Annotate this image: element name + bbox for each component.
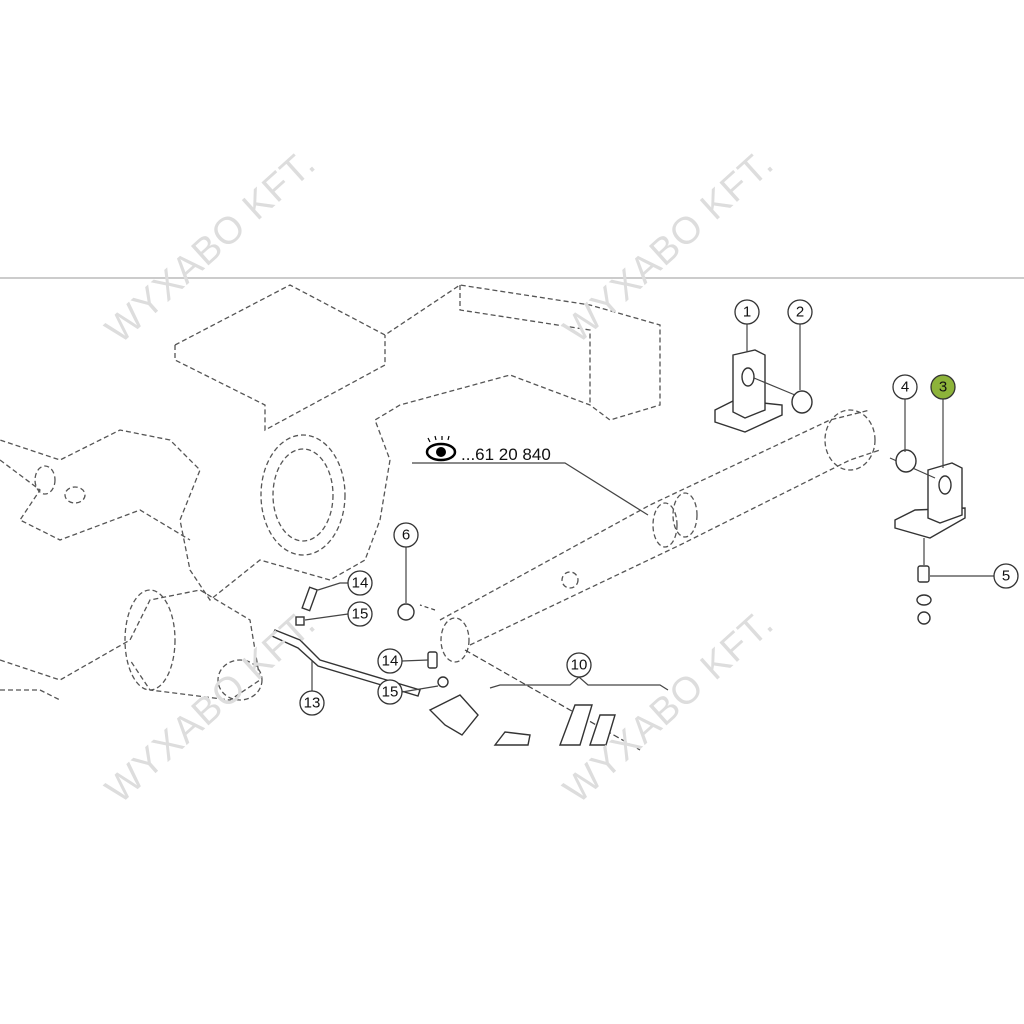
callout-1[interactable]: 1 [734, 299, 760, 325]
callout-3-highlighted[interactable]: 3 [930, 374, 956, 400]
callout-15-upper[interactable]: 15 [347, 601, 373, 627]
svg-text:13: 13 [304, 695, 321, 712]
callout-13[interactable]: 13 [299, 690, 325, 716]
svg-text:15: 15 [382, 684, 399, 701]
leader-lines [304, 324, 994, 693]
svg-text:3: 3 [939, 379, 947, 396]
callout-14-lower[interactable]: 14 [377, 648, 403, 674]
svg-text:10: 10 [571, 657, 588, 674]
callout-4[interactable]: 4 [892, 374, 918, 400]
svg-text:5: 5 [1002, 568, 1010, 585]
bracket-part-1 [714, 349, 813, 433]
svg-text:6: 6 [402, 527, 410, 544]
svg-text:14: 14 [382, 653, 399, 670]
callout-6[interactable]: 6 [393, 522, 419, 548]
callout-5[interactable]: 5 [993, 563, 1019, 589]
callout-15-lower[interactable]: 15 [377, 679, 403, 705]
reference-number: ...61 20 840 [461, 445, 551, 464]
svg-text:14: 14 [352, 575, 369, 592]
eye-icon [425, 435, 457, 462]
reference-label[interactable]: ...61 20 840 [412, 435, 649, 516]
shaft-outline [419, 409, 881, 751]
bracket-part-3 [889, 449, 966, 625]
callout-14-upper[interactable]: 14 [347, 570, 373, 596]
watermark: WYXABO KFT. [98, 142, 324, 352]
callout-10[interactable]: 10 [566, 652, 592, 678]
svg-text:15: 15 [352, 606, 369, 623]
svg-text:1: 1 [743, 304, 751, 321]
callout-2[interactable]: 2 [787, 299, 813, 325]
small-parts [271, 586, 616, 746]
svg-text:4: 4 [901, 379, 909, 396]
watermark: WYXABO KFT. [98, 602, 324, 812]
svg-text:2: 2 [796, 304, 804, 321]
housing-outline [0, 284, 661, 701]
